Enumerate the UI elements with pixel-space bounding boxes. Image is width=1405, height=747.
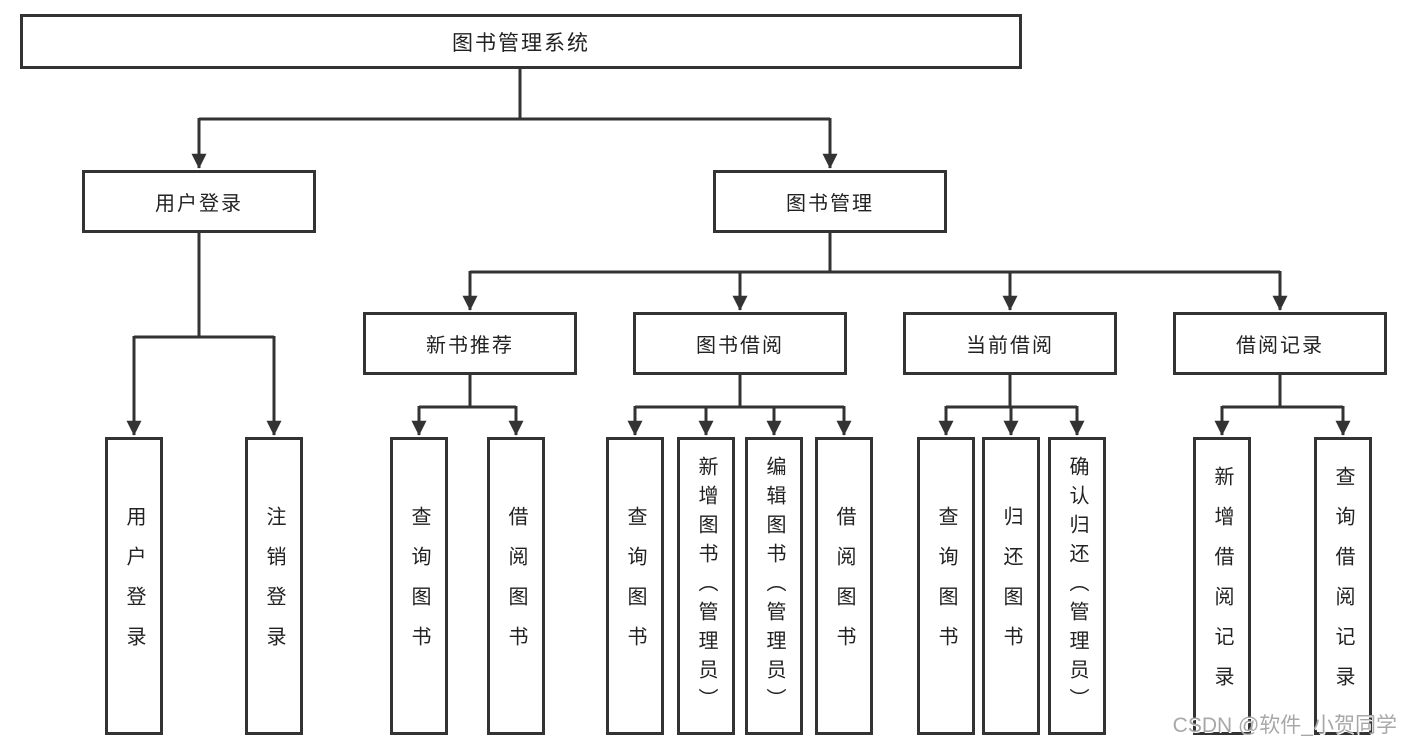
leaf-logout: 注销登录	[245, 437, 303, 735]
leaf-return-books: 归还图书	[982, 437, 1040, 735]
node-label: 当前借阅	[966, 335, 1054, 357]
leaf-label: 编辑图书（管理员）	[763, 455, 785, 717]
leaf-label: 查询图书	[624, 506, 646, 666]
leaf-label: 查询图书	[408, 506, 430, 666]
leaf-confirm-return-admin: 确认归还（管理员）	[1048, 437, 1106, 735]
leaf-borrow-books: 借阅图书	[815, 437, 873, 735]
leaf-label: 用户登录	[123, 506, 145, 666]
node-borrowing-records: 借阅记录	[1173, 312, 1387, 375]
csdn-watermark: CSDN @软件_小贺同学	[1172, 714, 1397, 737]
leaf-add-borrow-record: 新增借阅记录	[1193, 437, 1251, 735]
leaf-label: 查询图书	[935, 506, 957, 666]
node-label: 图书管理系统	[452, 31, 590, 55]
leaf-query-books-current: 查询图书	[917, 437, 975, 735]
leaf-label: 借阅图书	[505, 506, 527, 666]
leaf-label: 新增图书（管理员）	[695, 455, 717, 717]
leaf-label: 新增借阅记录	[1211, 466, 1233, 706]
leaf-edit-books-admin: 编辑图书（管理员）	[745, 437, 803, 735]
leaf-query-borrow-record: 查询借阅记录	[1314, 437, 1372, 735]
leaf-label: 确认归还（管理员）	[1066, 455, 1088, 717]
node-user-login-branch: 用户登录	[82, 170, 316, 233]
leaf-label: 查询借阅记录	[1332, 466, 1354, 706]
node-book-borrowing: 图书借阅	[633, 312, 847, 375]
node-label: 图书管理	[786, 193, 874, 215]
node-label: 用户登录	[155, 193, 243, 215]
node-label: 图书借阅	[696, 335, 784, 357]
leaf-query-books-borrowing: 查询图书	[606, 437, 664, 735]
leaf-query-books-recommend: 查询图书	[390, 437, 448, 735]
leaf-user-login: 用户登录	[105, 437, 163, 735]
leaf-borrow-books-recommend: 借阅图书	[487, 437, 545, 735]
node-current-borrowing: 当前借阅	[903, 312, 1117, 375]
leaf-label: 归还图书	[1000, 506, 1022, 666]
leaf-label: 注销登录	[263, 506, 285, 666]
node-label: 新书推荐	[426, 335, 514, 357]
node-book-management-branch: 图书管理	[713, 170, 947, 233]
node-new-book-recommend: 新书推荐	[363, 312, 577, 375]
leaf-label: 借阅图书	[833, 506, 855, 666]
node-label: 借阅记录	[1236, 335, 1324, 357]
node-library-management-system: 图书管理系统	[20, 14, 1022, 69]
leaf-add-books-admin: 新增图书（管理员）	[677, 437, 735, 735]
